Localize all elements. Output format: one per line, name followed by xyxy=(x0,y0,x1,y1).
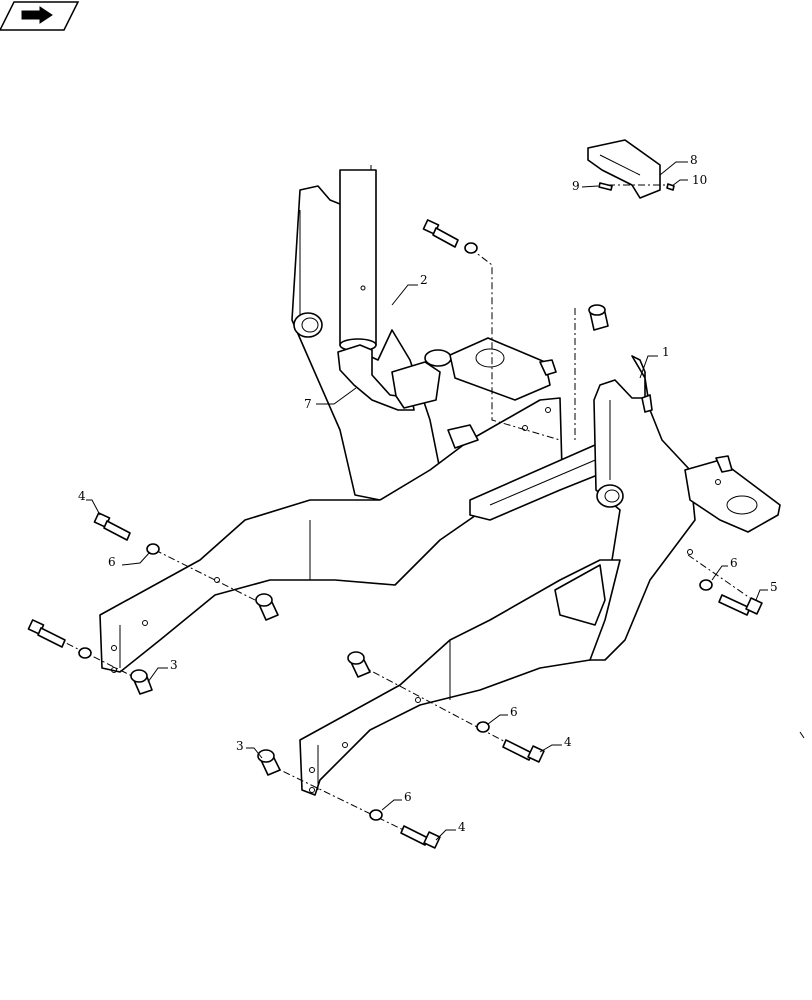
callout-1: 1 xyxy=(662,345,670,359)
leader-10 xyxy=(671,179,688,187)
callout-6-right-rear: 6 xyxy=(404,790,412,804)
callout-6-right-side: 6 xyxy=(730,556,738,570)
callout-4-right-front: 4 xyxy=(564,735,572,749)
arrow-hand-icon xyxy=(21,6,53,24)
callout-4-right-rear: 4 xyxy=(458,820,466,834)
leader-9 xyxy=(581,185,599,188)
cover-plate xyxy=(587,139,661,199)
fastener-path-upper-bolt xyxy=(469,247,561,441)
left-tower xyxy=(291,185,441,501)
bolt-right-side xyxy=(699,579,763,616)
leader-3-left xyxy=(147,667,168,683)
leader-6-left xyxy=(121,551,151,566)
callout-8: 8 xyxy=(690,153,698,167)
bolt-left-front xyxy=(93,512,160,555)
leader-3-right xyxy=(246,747,263,759)
callout-2: 2 xyxy=(420,273,428,287)
fastener-path-left-front xyxy=(154,549,266,606)
leader-5 xyxy=(755,589,768,601)
leader-6-right-side xyxy=(711,565,728,581)
leader-2 xyxy=(391,284,418,306)
leader-4-right-front xyxy=(539,744,562,753)
right-frame-rail xyxy=(299,559,621,796)
bolt-right-rear xyxy=(369,809,441,849)
bushing-right-front xyxy=(347,651,371,678)
callout-9: 9 xyxy=(572,179,580,193)
callout-5: 5 xyxy=(770,580,778,594)
bushing-left-front xyxy=(255,593,279,621)
callout-6-left: 6 xyxy=(108,555,116,569)
callout-7: 7 xyxy=(304,397,312,411)
leader-6-right-front xyxy=(487,714,508,725)
bolt-upper xyxy=(422,219,478,254)
callout-3-left: 3 xyxy=(170,658,178,672)
fastener-path-right-side xyxy=(687,554,751,599)
callout-4-left: 4 xyxy=(78,489,86,503)
leader-4-right-rear xyxy=(435,829,456,841)
fastener-path-right-rear xyxy=(269,764,421,839)
callout-10: 10 xyxy=(692,173,707,187)
bolt-left-rear xyxy=(27,619,92,659)
right-side-plate xyxy=(684,455,781,555)
leader-1 xyxy=(639,355,658,379)
leader-7 xyxy=(316,387,357,405)
corner-mark xyxy=(799,731,805,739)
bushing-left-rear xyxy=(130,669,153,695)
mast-tube xyxy=(339,169,377,352)
rear-plate-bracket xyxy=(449,337,557,401)
bushing-upper xyxy=(588,304,609,331)
fastener-path-right-front xyxy=(359,664,531,756)
leader-8 xyxy=(659,161,688,176)
hook-bracket xyxy=(337,344,452,411)
leader-6-right-rear xyxy=(381,799,402,811)
bushing-right-rear xyxy=(257,749,281,776)
callout-3-right: 3 xyxy=(236,739,244,753)
screw-cover-left xyxy=(598,182,613,191)
bolt-right-front xyxy=(476,721,545,763)
leader-4-left xyxy=(86,499,101,516)
nav-back-button[interactable] xyxy=(0,1,80,31)
callout-6-right-front: 6 xyxy=(510,705,518,719)
